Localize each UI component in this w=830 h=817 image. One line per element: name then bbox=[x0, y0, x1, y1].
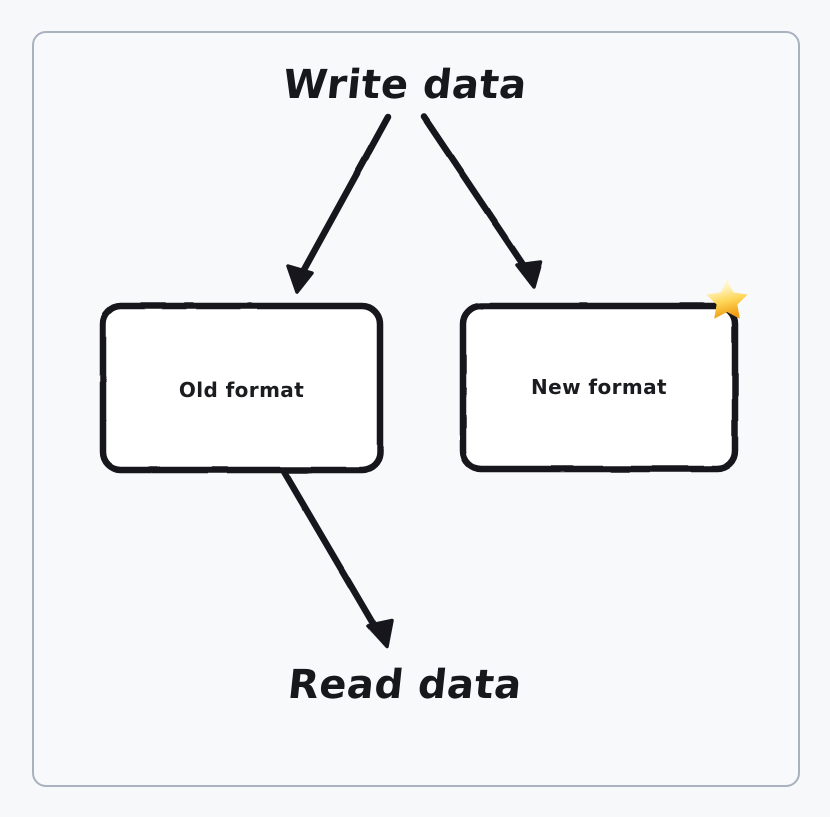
star-icon bbox=[703, 275, 751, 323]
old-format-label: Old format bbox=[178, 378, 305, 402]
node-box-old-format[interactable] bbox=[99, 302, 384, 474]
node-box-new-format[interactable] bbox=[459, 302, 739, 473]
read-data-title: Read data bbox=[285, 662, 525, 708]
new-format-label: New format bbox=[531, 375, 667, 399]
write-data-title: Write data bbox=[280, 62, 530, 108]
